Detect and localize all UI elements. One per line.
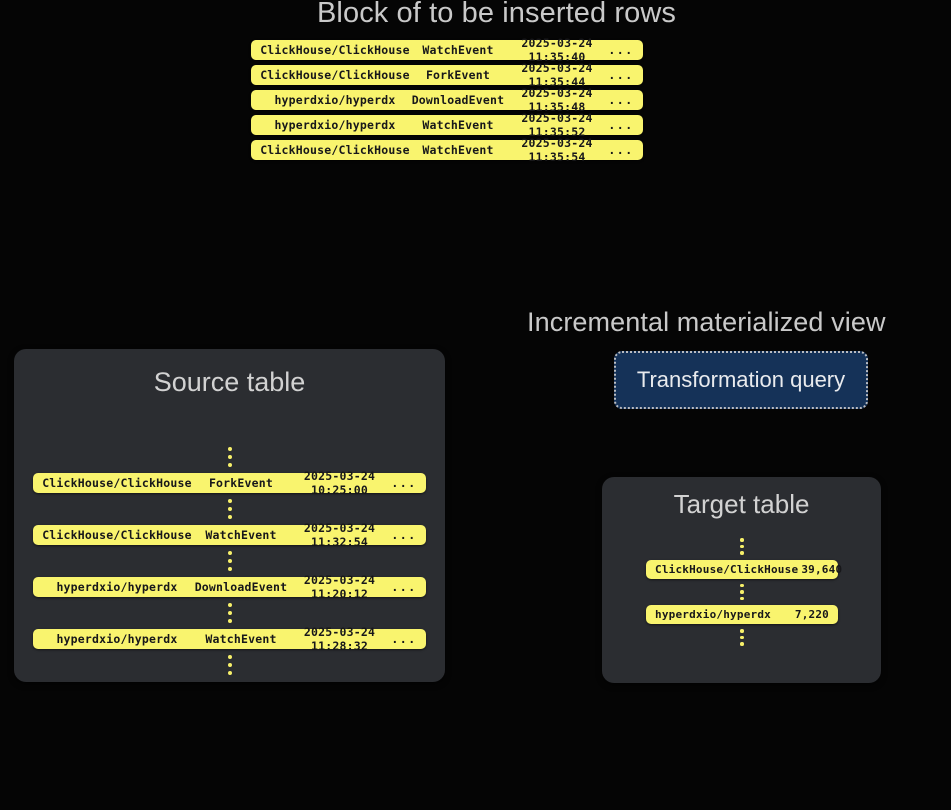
vertical-ellipsis-icon [646,533,838,560]
row-repository: hyperdxio/hyperdx [56,632,178,646]
row-repository: ClickHouse/ClickHouse [42,528,192,542]
row-timestamp: 2025-03-24 11:35:48 [521,86,593,114]
vertical-ellipsis-icon [646,624,838,651]
row-event-type: ForkEvent [425,68,491,82]
row-timestamp: 2025-03-24 11:20:12 [303,573,376,601]
vertical-ellipsis-icon [33,649,426,681]
table-row: hyperdxio/hyperdx DownloadEvent 2025-03-… [33,573,426,601]
row-count: 39,640 [801,562,843,576]
table-row: hyperdxio/hyperdx WatchEvent 2025-03-24 … [33,625,426,653]
source-table-title: Source table [153,367,306,397]
row-more-columns-ellipsis: ... [608,143,634,157]
row-repository: hyperdxio/hyperdx [56,580,178,594]
transformation-query-label: Transformation query [636,367,846,392]
row-repository: hyperdxio/hyperdx [274,93,396,107]
row-event-type: DownloadEvent [194,580,288,594]
vertical-ellipsis-icon [646,579,838,606]
source-table-panel: Source table ClickHouse/ClickHouse ForkE… [14,349,445,682]
row-timestamp: 2025-03-24 11:35:52 [521,111,593,139]
vertical-ellipsis-icon [33,441,426,473]
source-table-rows: ClickHouse/ClickHouse ForkEvent 2025-03-… [33,441,426,681]
row-event-type: WatchEvent [422,43,494,57]
row-event-type: WatchEvent [205,528,277,542]
table-row: ClickHouse/ClickHouse WatchEvent 2025-03… [33,521,426,549]
table-row: ClickHouse/ClickHouse WatchEvent 2025-03… [251,136,643,164]
vertical-ellipsis-icon [33,493,426,525]
target-table-panel: Target table ClickHouse/ClickHouse 39,64… [602,477,881,683]
row-event-type: ForkEvent [208,476,274,490]
row-timestamp: 2025-03-24 11:35:44 [521,61,593,89]
row-timestamp: 2025-03-24 10:25:00 [303,469,376,497]
row-more-columns-ellipsis: ... [391,528,417,542]
row-timestamp: 2025-03-24 11:35:54 [521,136,593,164]
table-row: ClickHouse/ClickHouse ForkEvent 2025-03-… [251,61,643,89]
row-timestamp: 2025-03-24 11:32:54 [303,521,376,549]
row-repository: ClickHouse/ClickHouse [655,562,799,576]
row-event-type: WatchEvent [205,632,277,646]
block-of-inserted-rows: ClickHouse/ClickHouse WatchEvent 2025-03… [251,36,643,164]
target-table-title: Target table [673,489,810,519]
row-more-columns-ellipsis: ... [608,68,634,82]
table-row: hyperdxio/hyperdx 7,220 [646,605,838,624]
row-more-columns-ellipsis: ... [608,43,634,57]
row-repository: ClickHouse/ClickHouse [260,43,410,57]
row-more-columns-ellipsis: ... [391,476,417,490]
row-count: 7,220 [794,608,829,621]
row-event-type: DownloadEvent [411,93,505,107]
row-repository: ClickHouse/ClickHouse [260,68,410,82]
row-repository: ClickHouse/ClickHouse [260,143,410,157]
table-row: ClickHouse/ClickHouse 39,640 [646,559,842,579]
table-row: ClickHouse/ClickHouse WatchEvent 2025-03… [251,36,643,64]
block-of-rows-title: Block of to be inserted rows [316,0,677,29]
target-table-rows: ClickHouse/ClickHouse 39,640 hyperdxio/h… [646,533,842,651]
row-event-type: WatchEvent [422,118,494,132]
row-repository: hyperdxio/hyperdx [655,608,771,621]
vertical-ellipsis-icon [33,597,426,629]
row-event-type: WatchEvent [422,143,494,157]
row-more-columns-ellipsis: ... [391,632,417,646]
row-repository: hyperdxio/hyperdx [274,118,396,132]
incremental-materialized-view-title: Incremental materialized view [527,307,886,337]
transformation-query-box[interactable]: Transformation query [614,351,868,409]
row-timestamp: 2025-03-24 11:28:32 [303,625,376,653]
table-row: ClickHouse/ClickHouse ForkEvent 2025-03-… [33,469,426,497]
row-timestamp: 2025-03-24 11:35:40 [521,36,593,64]
row-more-columns-ellipsis: ... [391,580,417,594]
row-more-columns-ellipsis: ... [608,118,634,132]
vertical-ellipsis-icon [33,545,426,577]
table-row: hyperdxio/hyperdx WatchEvent 2025-03-24 … [251,111,643,139]
row-more-columns-ellipsis: ... [608,93,634,107]
table-row: hyperdxio/hyperdx DownloadEvent 2025-03-… [251,86,643,114]
row-repository: ClickHouse/ClickHouse [42,476,192,490]
